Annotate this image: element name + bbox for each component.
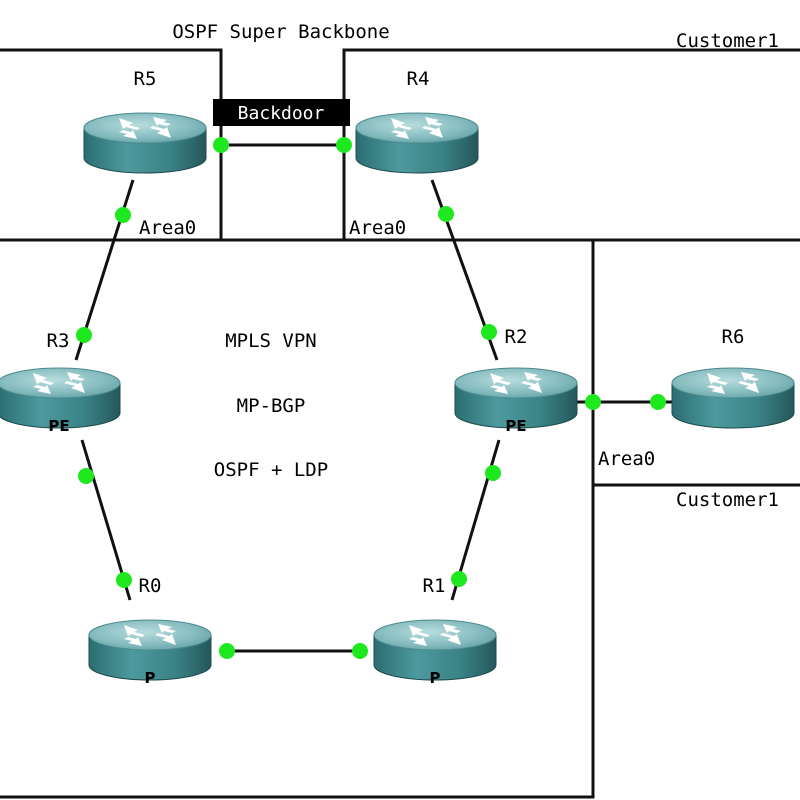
port-r4-backdoor[interactable]: [336, 137, 352, 153]
super-backbone-title: OSPF Super Backbone: [172, 21, 389, 43]
port-r4-r2[interactable]: [438, 206, 454, 222]
ports: [76, 137, 666, 659]
router-r4[interactable]: [355, 112, 479, 174]
router-r6[interactable]: [671, 367, 795, 429]
area0-label-r5: Area0: [139, 217, 196, 239]
router-r3-name: R3: [47, 330, 70, 352]
port-r0-r3[interactable]: [116, 572, 132, 588]
ospf-ldp-label: OSPF + LDP: [214, 459, 328, 481]
port-r1-r0[interactable]: [352, 643, 368, 659]
router-r4-name: R4: [407, 68, 430, 90]
port-r2-r4[interactable]: [481, 324, 497, 340]
mp-bgp-label: MP-BGP: [237, 395, 306, 417]
router-r2-role: PE: [505, 417, 526, 435]
router-r5[interactable]: [83, 112, 207, 174]
port-r0-r1[interactable]: [219, 643, 235, 659]
router-r6-name: R6: [722, 326, 745, 348]
backdoor-label: Backdoor: [213, 99, 350, 126]
router-r2-name: R2: [505, 326, 528, 348]
area0-label-r6: Area0: [598, 448, 655, 470]
area0-label-r4: Area0: [349, 217, 406, 239]
port-r3-r5[interactable]: [76, 327, 92, 343]
port-r6-r2[interactable]: [650, 394, 666, 410]
mpls-core-box: [0, 238, 595, 799]
port-r5-r3[interactable]: [115, 207, 131, 223]
customer1-top-label: Customer1: [676, 30, 779, 52]
port-r2-r6[interactable]: [585, 394, 601, 410]
router-r1-name: R1: [423, 575, 446, 597]
customer1-right-label: Customer1: [676, 489, 779, 511]
router-r0-name: R0: [139, 575, 162, 597]
mpls-vpn-label: MPLS VPN: [225, 330, 317, 352]
port-r3-r0[interactable]: [78, 468, 94, 484]
router-r5-name: R5: [134, 68, 157, 90]
backdoor-text: Backdoor: [238, 103, 325, 124]
router-r1-role: P: [430, 669, 441, 687]
router-r3-role: PE: [48, 417, 69, 435]
port-r1-r2[interactable]: [451, 571, 467, 587]
port-r5-backdoor[interactable]: [213, 137, 229, 153]
router-r0-role: P: [145, 669, 156, 687]
port-r2-r1[interactable]: [485, 465, 501, 481]
